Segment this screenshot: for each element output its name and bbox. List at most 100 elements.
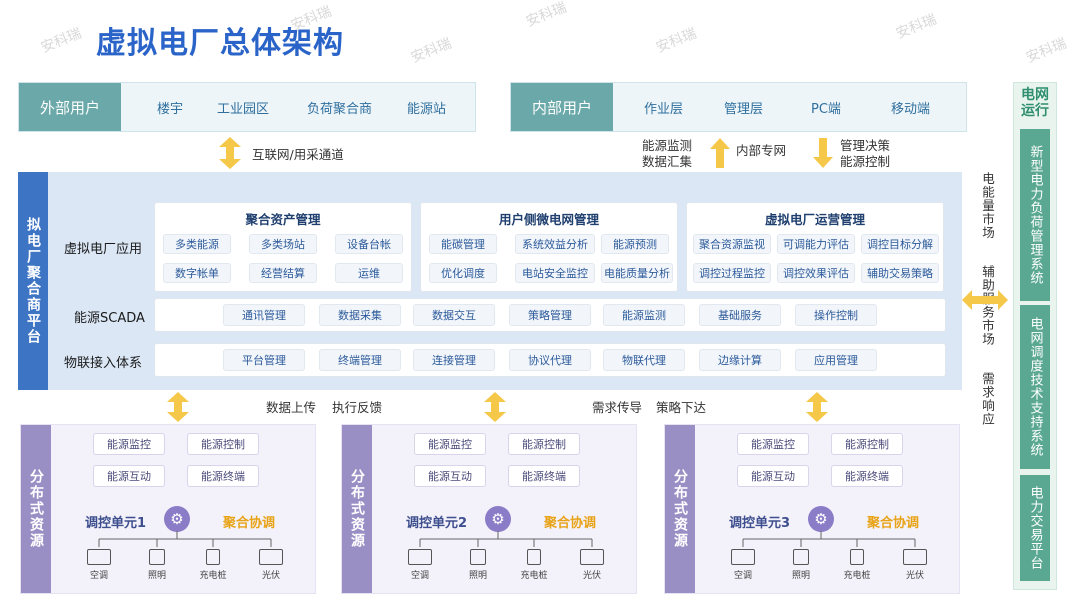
lighting-device: 照明 [783,549,819,581]
iot-row: 平台管理 终端管理 连接管理 协议代理 物联代理 边缘计算 应用管理 [154,343,946,377]
microgrid-management-card: 用户侧微电网管理 能碳管理 系统效益分析 能源预测 优化调度 电站安全监控 电能… [420,202,678,292]
aggregation-label: 聚合协调 [867,516,920,531]
card-cell: 系统效益分析 [515,234,595,254]
charging-pile-device: 充电桩 [195,549,231,581]
card-cell: 运维 [335,263,403,283]
watermark: 安科瑞 [408,35,454,67]
gear-icon: ⚙ [485,506,511,532]
load-management-system: 新型电力负荷管理系统 [1020,129,1050,301]
device-label: 充电桩 [843,571,871,581]
distributed-label: 分布式资源 [342,425,372,593]
dist-cell: 能源监控 [93,433,165,455]
device-label: 照明 [791,571,810,581]
air-conditioner-device: 空调 [402,549,438,581]
card-cell: 调控效果评估 [777,263,855,283]
card-title: 用户侧微电网管理 [498,212,599,227]
scada-cell: 数据交互 [413,304,495,326]
aggregation-label: 聚合协调 [544,516,597,531]
card-cell: 数字帐单 [163,263,231,283]
photovoltaic-device: 光伏 [253,549,289,581]
energy-monitor-label: 能源监测 [642,138,693,153]
bidirectional-arrow-icon [484,392,506,422]
photovoltaic-device: 光伏 [574,549,610,581]
internal-item: 管理层 [724,101,764,117]
asset-management-card: 聚合资产管理 多类能源 多类场站 设备台帐 数字帐单 经营结算 运维 [154,202,412,292]
air-conditioner-device: 空调 [81,549,117,581]
scada-cell: 基础服务 [699,304,781,326]
connector-lines [419,531,593,547]
connector-lines [742,531,916,547]
lighting-device: 照明 [460,549,496,581]
distributed-resource-panel: 分布式资源 能源监控 能源控制 能源互动 能源终端 调控单元1 ⚙ 聚合协调 空… [20,424,316,594]
card-cell: 经营结算 [249,263,317,283]
strategy-issue-label: 策略下达 [656,400,707,415]
scada-label: 能源SCADA [74,311,145,326]
page-title: 虚拟电厂总体架构 [96,26,344,61]
watermark: 安科瑞 [893,11,939,43]
dist-cell: 能源控制 [187,433,259,455]
grid-operation-label: 电网运行 [1021,87,1049,119]
bidirectional-arrow-icon [167,392,189,422]
scada-cell: 通讯管理 [223,304,305,326]
card-cell: 能源预测 [601,234,669,254]
external-users-label: 外部用户 [19,83,121,131]
energy-control-label: 能源控制 [840,154,891,169]
dist-cell: 能源互动 [93,465,165,487]
card-cell: 多类能源 [163,234,231,254]
solar-panel-icon [903,549,927,565]
card-cell: 调控过程监控 [693,263,771,283]
external-item: 工业园区 [217,101,270,117]
device-label: 光伏 [261,571,280,581]
external-users-box: 外部用户 楼宇 工业园区 负荷聚合商 能源站 [18,82,476,132]
device-label: 空调 [410,571,429,581]
air-conditioner-icon [408,549,432,565]
watermark: 安科瑞 [653,25,699,57]
charging-pile-device: 充电桩 [516,549,552,581]
internal-item: 移动端 [891,101,931,117]
device-label: 照明 [468,571,487,581]
watermark: 安科瑞 [523,0,569,31]
solar-panel-icon [259,549,283,565]
lighting-icon [470,549,486,565]
demand-response-label: 需求响应 [980,372,995,426]
up-arrow-icon [710,138,730,168]
aggregation-label: 聚合协调 [223,516,276,531]
internal-item: PC端 [811,101,841,117]
card-cell: 可调能力评估 [777,234,855,254]
scada-cell: 能源监测 [603,304,685,326]
lighting-icon [149,549,165,565]
grid-operation-column: 电网运行 新型电力负荷管理系统 电网调度技术支持系统 电力交易平台 [1013,82,1057,590]
dist-cell: 能源终端 [508,465,580,487]
external-item: 楼宇 [157,101,184,117]
bidirectional-horizontal-arrow-icon [962,290,1008,310]
vpp-operation-card: 虚拟电厂运营管理 聚合资源监视 可调能力评估 调控目标分解 调控过程监控 调控效… [686,202,944,292]
air-conditioner-icon [87,549,111,565]
gear-icon: ⚙ [808,506,834,532]
internal-users-box: 内部用户 作业层 管理层 PC端 移动端 [510,82,967,132]
internet-channel-label: 互联网/用采通道 [252,147,344,162]
charging-pile-icon [527,549,541,565]
iot-cell: 物联代理 [603,349,685,371]
platform-label: 拟电厂聚合商平台 [18,172,48,390]
execution-feedback-label: 执行反馈 [332,400,383,415]
iot-cell: 应用管理 [795,349,877,371]
gear-icon: ⚙ [164,506,190,532]
charging-pile-icon [850,549,864,565]
dist-cell: 能源互动 [414,465,486,487]
card-cell: 多类场站 [249,234,317,254]
dist-cell: 能源监控 [414,433,486,455]
dist-cell: 能源终端 [831,465,903,487]
iot-cell: 协议代理 [509,349,591,371]
charging-pile-icon [206,549,220,565]
device-label: 光伏 [582,571,601,581]
connector-lines [98,531,272,547]
dist-cell: 能源控制 [831,433,903,455]
external-item: 负荷聚合商 [307,101,373,117]
watermark: 安科瑞 [38,25,84,57]
scada-cell: 数据采集 [319,304,401,326]
data-upload-label: 数据上传 [266,400,317,415]
iot-cell: 终端管理 [319,349,401,371]
device-label: 空调 [733,571,752,581]
card-cell: 能碳管理 [429,234,497,254]
distributed-resource-panel: 分布式资源 能源监控 能源控制 能源互动 能源终端 调控单元3 ⚙ 聚合协调 空… [664,424,960,594]
